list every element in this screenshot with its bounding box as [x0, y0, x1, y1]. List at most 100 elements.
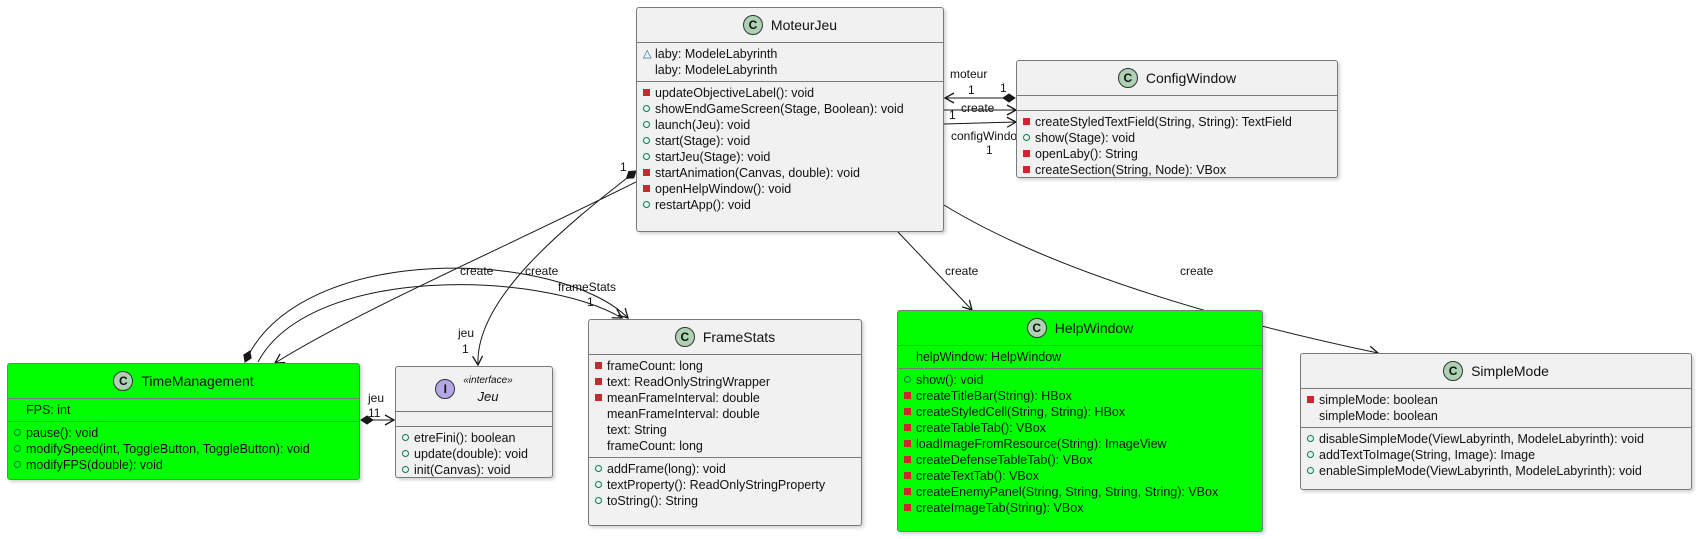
label-moteur: moteur: [950, 67, 987, 81]
method-text: createTitleBar(String): HBox: [916, 389, 1072, 403]
private-visibility-icon: [904, 406, 916, 418]
method-text: toString(): String: [607, 494, 699, 508]
private-visibility-icon: [643, 87, 655, 99]
method-row: addFrame(long): void: [595, 461, 855, 477]
method-text: show(): void: [916, 373, 984, 387]
method-row: pause(): void: [14, 425, 353, 441]
private-visibility-icon: [904, 438, 916, 450]
class-header: C SimpleMode: [1301, 354, 1691, 389]
class-header: C HelpWindow: [898, 311, 1262, 346]
class-badge-icon: C: [742, 15, 763, 35]
class-helpwindow[interactable]: C HelpWindow helpWindow: HelpWindow show…: [897, 310, 1263, 532]
class-header: C ConfigWindow: [1017, 61, 1337, 96]
public-visibility-icon: [402, 432, 414, 444]
edge-moteur-tm: [273, 181, 637, 364]
private-visibility-icon: [1023, 164, 1035, 176]
method-text: modifySpeed(int, ToggleButton, ToggleBut…: [26, 442, 310, 456]
label-moteur-mult-right: 1: [1000, 81, 1007, 95]
method-row: loadImageFromResource(String): ImageView: [904, 436, 1256, 452]
class-moteurjeu[interactable]: C MoteurJeu △laby: ModeleLabyrinth laby:…: [636, 7, 944, 232]
method-row: addTextToImage(String, Image): Image: [1307, 447, 1685, 463]
public-visibility-icon: [595, 495, 607, 507]
class-header: C FrameStats: [589, 320, 861, 355]
method-text: createEnemyPanel(String, String, String,…: [916, 485, 1219, 499]
method-text: createStyledCell(String, String): HBox: [916, 405, 1126, 419]
stereotype-label: «interface»: [463, 375, 513, 386]
label-tm-jeu-mult: 11: [368, 406, 381, 420]
private-visibility-icon: [904, 422, 916, 434]
method-text: updateObjectiveLabel(): void: [655, 86, 815, 100]
method-row: show(Stage): void: [1023, 130, 1331, 146]
class-framestats[interactable]: C FrameStats frameCount: long text: Read…: [588, 319, 862, 526]
public-visibility-icon: [643, 151, 655, 163]
private-visibility-icon: [595, 376, 607, 388]
class-badge-icon: C: [1443, 361, 1464, 381]
method-row: createSection(String, Node): VBox: [1023, 162, 1331, 178]
private-visibility-icon: [1023, 116, 1035, 128]
field-row: text: String: [595, 422, 855, 438]
field-text: meanFrameInterval: double: [607, 391, 760, 405]
interface-jeu[interactable]: I «interface» Jeu etreFini(): boolean up…: [395, 366, 553, 478]
field-row: laby: ModeleLabyrinth: [643, 62, 937, 78]
fields-section: △laby: ModeleLabyrinth laby: ModeleLabyr…: [637, 43, 943, 82]
class-simplemode[interactable]: C SimpleMode simpleMode: boolean simpleM…: [1300, 353, 1692, 490]
label-jeu-role: jeu: [457, 326, 474, 340]
field-text: frameCount: long: [607, 439, 703, 453]
method-text: enableSimpleMode(ViewLabyrinth, ModeleLa…: [1319, 464, 1642, 478]
label-tm-jeu-role: jeu: [367, 391, 384, 405]
method-row: restartApp(): void: [643, 197, 937, 213]
method-text: showEndGameScreen(Stage, Boolean): void: [655, 102, 904, 116]
field-text: meanFrameInterval: double: [607, 407, 760, 421]
field-row: simpleMode: boolean: [1307, 408, 1685, 424]
method-text: update(double): void: [414, 447, 528, 461]
method-text: init(Canvas): void: [414, 463, 511, 477]
label-create-tm-1: create: [460, 264, 494, 278]
method-row: openLaby(): String: [1023, 146, 1331, 162]
public-visibility-icon: [14, 427, 26, 439]
method-row: createTableTab(): VBox: [904, 420, 1256, 436]
class-configwindow[interactable]: C ConfigWindow createStyledTextField(Str…: [1016, 60, 1338, 178]
private-visibility-icon: [643, 183, 655, 195]
field-row: text: ReadOnlyStringWrapper: [595, 374, 855, 390]
label-create-simple: create: [1180, 264, 1214, 278]
method-row: etreFini(): boolean: [402, 430, 546, 446]
private-visibility-icon: [904, 454, 916, 466]
label-create-config: create: [961, 101, 995, 115]
field-row: simpleMode: boolean: [1307, 392, 1685, 408]
public-visibility-icon: [643, 199, 655, 211]
public-visibility-icon: [402, 448, 414, 460]
method-text: createTextTab(): VBox: [916, 469, 1039, 483]
label-framestats-role: frameStats: [558, 280, 616, 294]
private-visibility-icon: [643, 167, 655, 179]
field-row: meanFrameInterval: double: [595, 406, 855, 422]
class-badge-icon: C: [674, 327, 695, 347]
method-text: restartApp(): void: [655, 198, 751, 212]
method-row: createImageTab(String): VBox: [904, 500, 1256, 516]
field-text: laby: ModeleLabyrinth: [655, 47, 778, 61]
method-text: createImageTab(String): VBox: [916, 501, 1084, 515]
method-text: addTextToImage(String, Image): Image: [1319, 448, 1536, 462]
method-row: modifyFPS(double): void: [14, 457, 353, 473]
fields-section: [1017, 96, 1337, 111]
class-header: I «interface» Jeu: [396, 367, 552, 412]
private-visibility-icon: [904, 502, 916, 514]
label-jeu-mult: 1: [462, 342, 469, 356]
interface-badge-icon: I: [435, 379, 456, 399]
class-timemanagement[interactable]: C TimeManagement FPS: int pause(): void …: [7, 363, 360, 480]
private-visibility-icon: [595, 392, 607, 404]
field-row: meanFrameInterval: double: [595, 390, 855, 406]
private-visibility-icon: [904, 390, 916, 402]
class-name: MoteurJeu: [770, 17, 838, 33]
field-text: FPS: int: [26, 403, 71, 417]
edge-moteur-config-role: [943, 116, 1018, 128]
method-text: createTableTab(): VBox: [916, 421, 1046, 435]
fields-section: [396, 412, 552, 427]
public-visibility-icon: [1307, 465, 1319, 477]
label-moteur-jeu-mult: 1: [620, 160, 627, 174]
methods-section: show(): void createTitleBar(String): HBo…: [898, 369, 1262, 519]
public-visibility-icon: [1307, 449, 1319, 461]
class-name: HelpWindow: [1054, 320, 1134, 336]
method-text: openHelpWindow(): void: [655, 182, 792, 196]
edge-tm-framestats-create-1: [243, 267, 629, 363]
public-visibility-icon: [595, 463, 607, 475]
